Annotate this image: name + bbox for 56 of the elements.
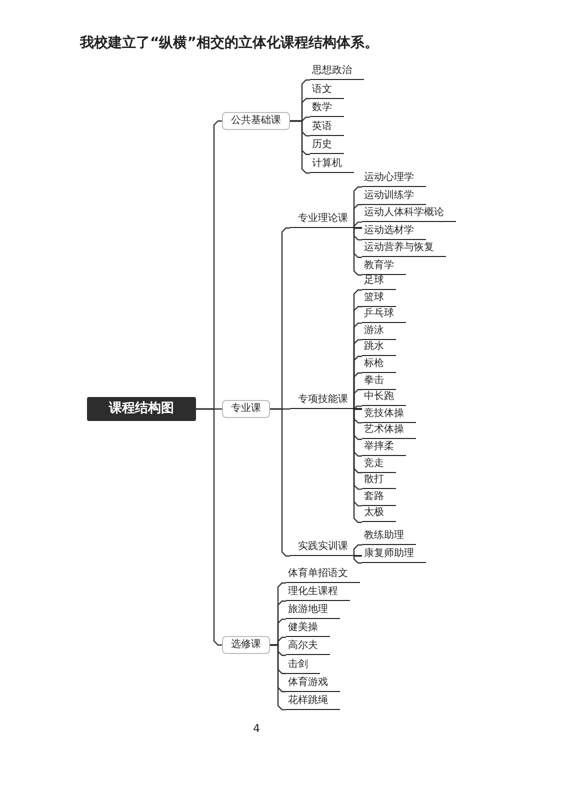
course-label: 竞技体操 xyxy=(362,406,416,423)
course-label: 思想政治 xyxy=(310,64,364,80)
course-label: 游泳 xyxy=(362,324,396,340)
course-label: 计算机 xyxy=(310,157,354,173)
course-label: 太极 xyxy=(362,506,396,522)
course-label: 理化生课程 xyxy=(286,585,350,602)
course-label: 篮球 xyxy=(362,290,396,307)
course-label: 教练助理 xyxy=(362,529,416,545)
course-label: 运动训练学 xyxy=(362,188,426,205)
course-label: 教育学 xyxy=(362,259,406,275)
subcategory-label: 专业理论课 xyxy=(290,212,362,228)
connector-line xyxy=(290,120,310,174)
course-label: 体育单招语文 xyxy=(286,567,360,583)
category-box: 公共基础课 xyxy=(222,112,290,130)
course-label: 跳水 xyxy=(362,340,396,356)
connector-line xyxy=(353,544,362,557)
subcategory-label: 专项技能课 xyxy=(290,393,362,409)
connector-line xyxy=(196,408,222,646)
title-text: 我校建立了“纵横”相交的立体化课程结构体系。 xyxy=(80,34,378,52)
category-box: 选修课 xyxy=(222,636,270,654)
course-label: 拳击 xyxy=(362,374,396,390)
course-label: 康复师助理 xyxy=(362,547,426,563)
course-label: 运动选材学 xyxy=(362,224,426,240)
course-label: 运动人体科学概论 xyxy=(362,206,456,222)
connector-line xyxy=(353,227,362,276)
course-label: 语文 xyxy=(310,82,344,99)
course-label: 散打 xyxy=(362,473,396,490)
course-label: 乒乓球 xyxy=(362,307,406,324)
page-number: 4 xyxy=(253,722,260,735)
course-label: 举摔柔 xyxy=(362,440,406,456)
course-label: 套路 xyxy=(362,490,396,506)
course-label: 击剑 xyxy=(286,658,320,674)
subcategory-label: 实践实训课 xyxy=(290,540,362,556)
course-label: 英语 xyxy=(310,120,344,136)
connector-line xyxy=(353,555,362,564)
course-label: 运动营养与恢复 xyxy=(362,241,446,258)
course-label: 健美操 xyxy=(286,621,330,638)
connector-line xyxy=(270,644,286,710)
course-label: 标枪 xyxy=(362,357,396,373)
course-label: 体育游戏 xyxy=(286,676,340,692)
root-node-box: 课程结构图 xyxy=(87,397,196,421)
course-label: 历史 xyxy=(310,138,344,154)
connector-line xyxy=(353,389,362,410)
course-label: 高尔夫 xyxy=(286,639,330,656)
course-label: 运动心理学 xyxy=(362,171,426,187)
course-label: 竞走 xyxy=(362,456,396,473)
course-label: 艺术体操 xyxy=(362,423,416,440)
course-label: 中长跑 xyxy=(362,390,406,406)
category-box: 专业课 xyxy=(222,400,270,418)
course-label: 旅游地理 xyxy=(286,603,340,620)
course-label: 足球 xyxy=(362,274,396,290)
connector-line xyxy=(353,406,362,410)
connector-line xyxy=(353,222,362,229)
course-label: 花样跳绳 xyxy=(286,694,340,710)
connector-line xyxy=(270,408,290,557)
course-label: 数学 xyxy=(310,101,344,118)
